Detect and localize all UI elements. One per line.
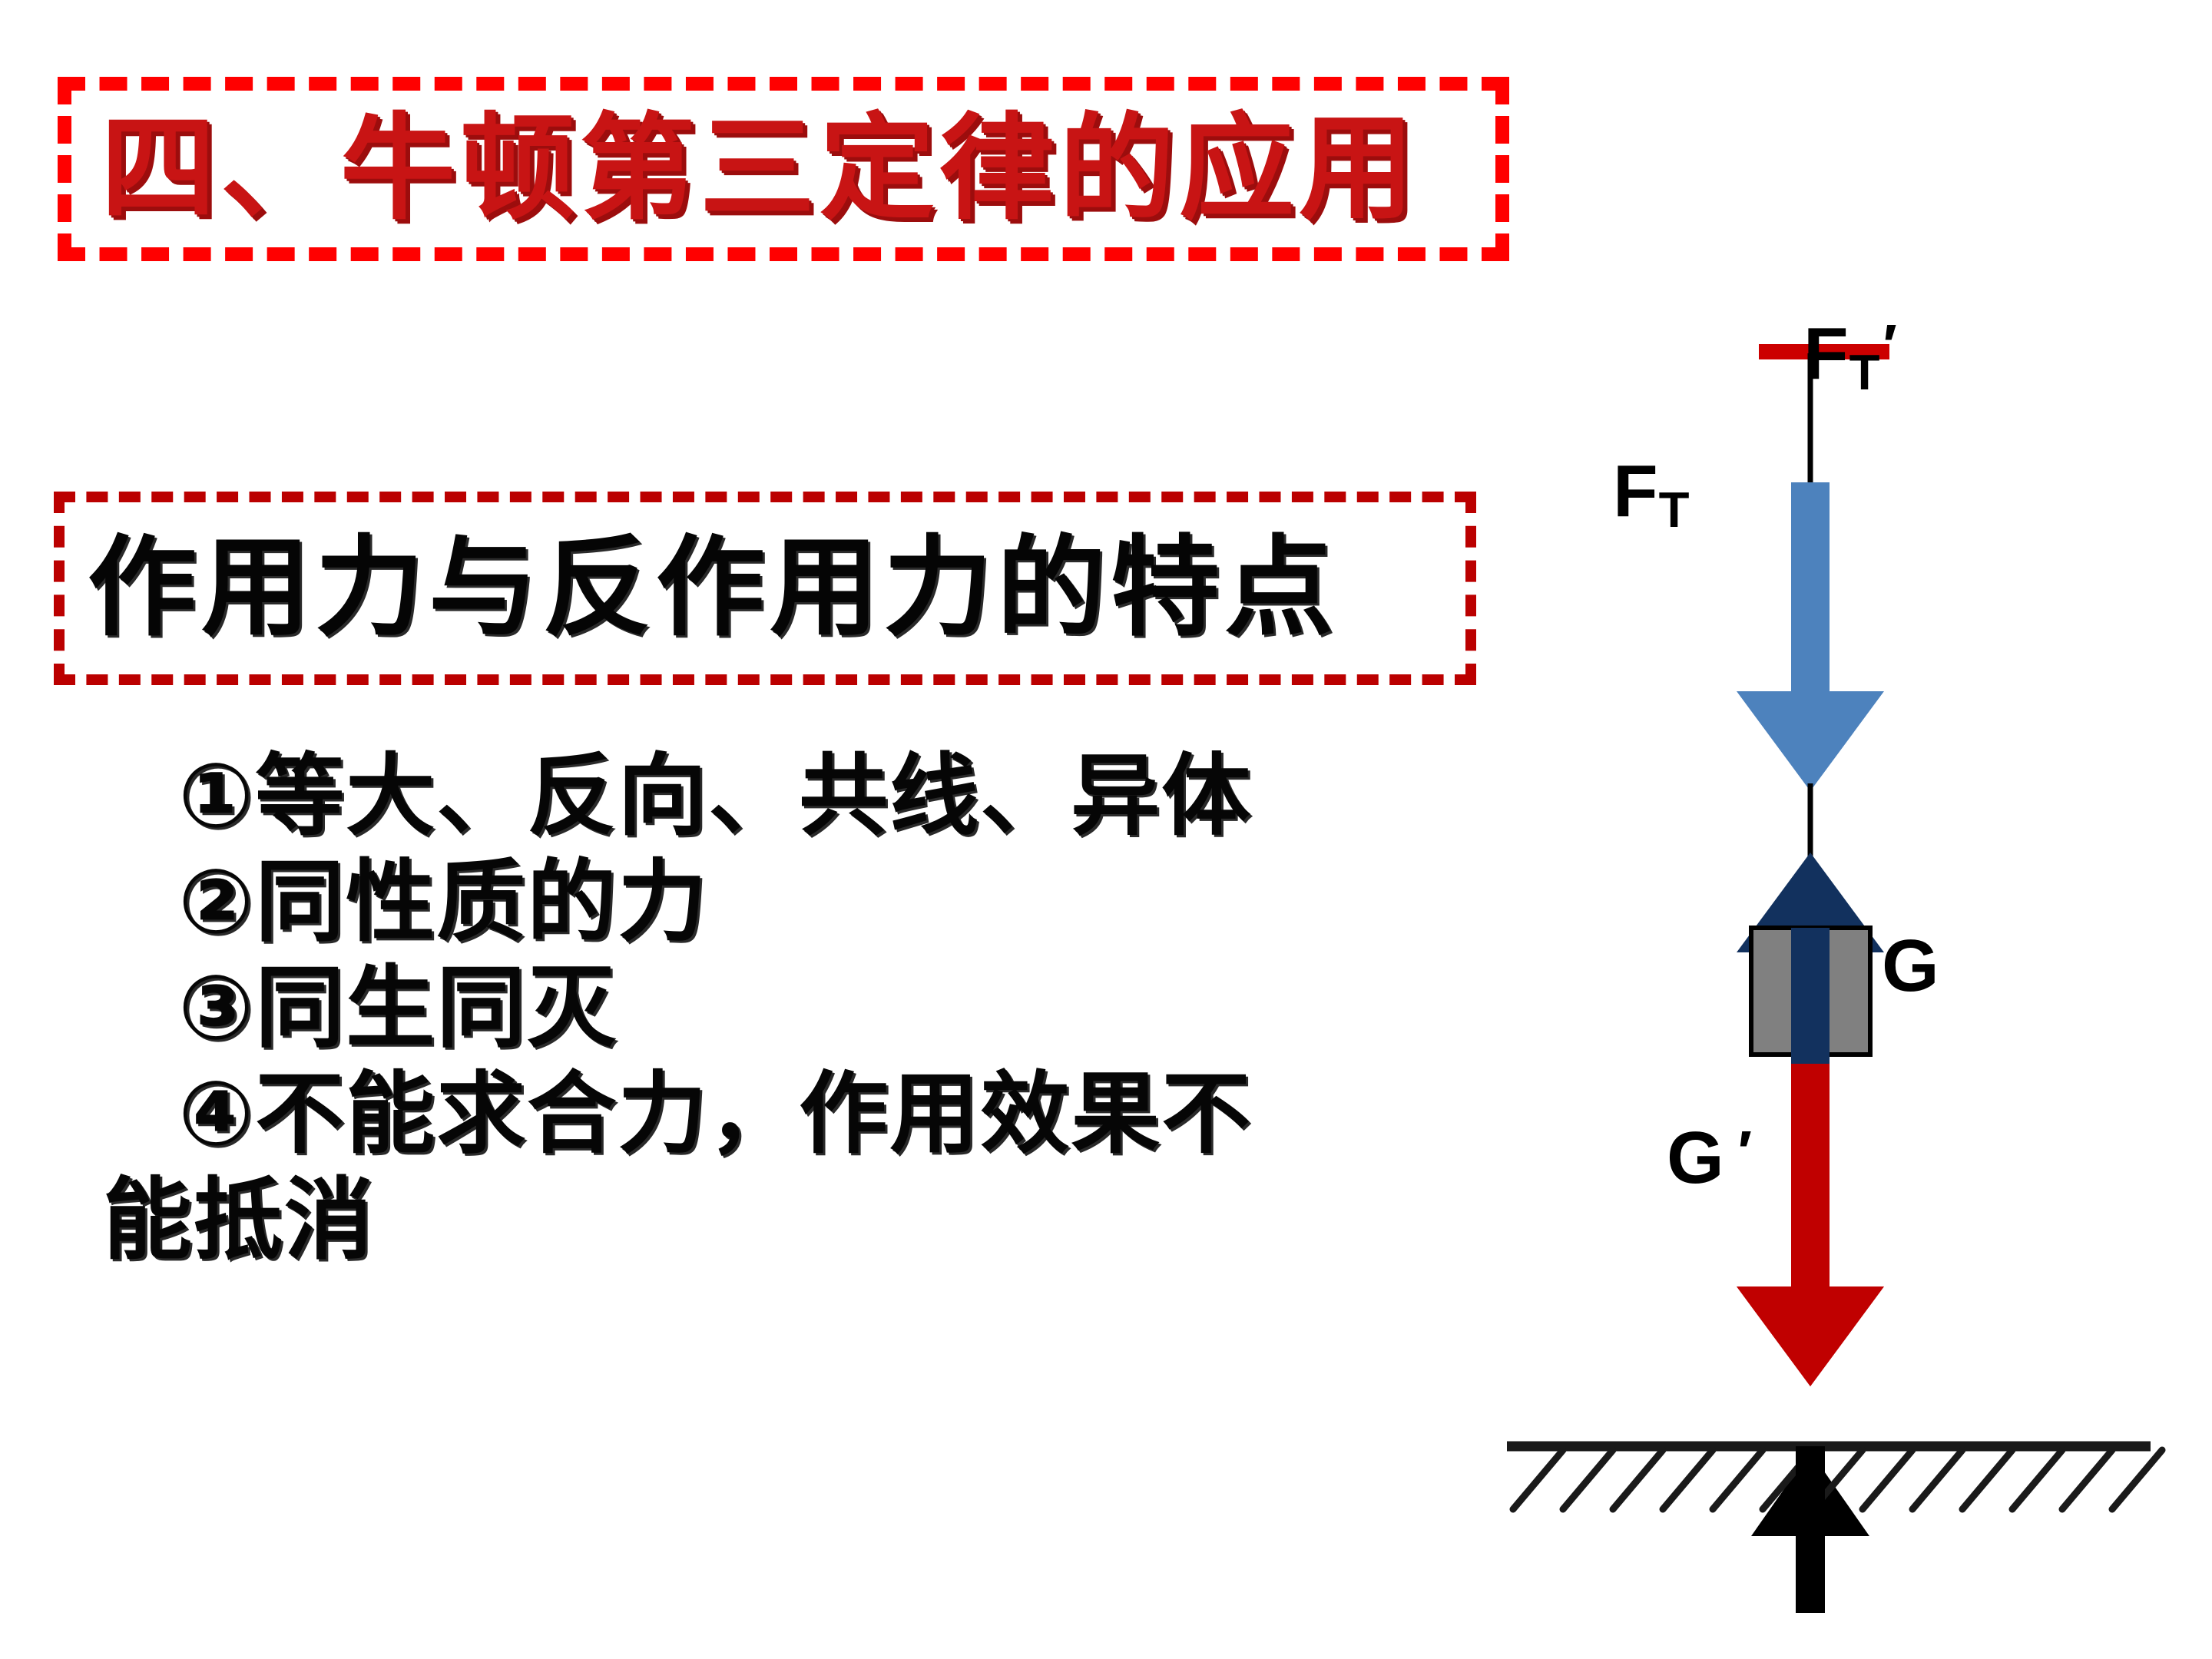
label-ft-base: F [1613, 450, 1658, 532]
label-g-prime-base: G [1667, 1117, 1724, 1199]
label-tension-reaction: FT′ [1803, 316, 1897, 398]
label-ft-sub: T [1658, 482, 1690, 538]
label-ft-prime-mark: ′ [1883, 313, 1897, 379]
weight-arrow-shaft-over-block [1791, 1064, 1830, 1294]
feature-list: ①等大、反向、共线、异体 ②同性质的力 ③同生同灭 ④不能求合力，作用效果不 能… [103, 743, 1469, 1273]
list-item: ③同生同灭 [178, 956, 618, 1060]
weight-arrow-head [1737, 1257, 1884, 1386]
label-weight-reaction: G′ [1667, 1121, 1752, 1195]
tension-reaction-arrow [1737, 482, 1884, 791]
list-item-continuation: 能抵消 [103, 1168, 375, 1272]
label-weight: G [1882, 929, 1939, 1003]
label-g-base: G [1882, 925, 1939, 1007]
weight-reaction-arrow-tail [1796, 1446, 1825, 1613]
list-item: ①等大、反向、共线、异体 [178, 744, 1253, 848]
tension-arrow-shaft-over-block [1791, 928, 1830, 1064]
list-item: ②同性质的力 [178, 850, 709, 954]
subtitle-box: 作用力与反作用力的特点 [54, 492, 1476, 685]
section-title-box: 四、牛顿第三定律的应用 [58, 77, 1509, 261]
list-item: ④不能求合力，作用效果不 [178, 1062, 1253, 1166]
force-diagram-svg [1507, 344, 2166, 1613]
page-title: 四、牛顿第三定律的应用 [101, 102, 1419, 236]
ceiling-support-bar [1759, 344, 1889, 359]
label-g-prime-mark: ′ [1737, 1119, 1753, 1186]
label-ft-prime-sub: T [1849, 344, 1880, 401]
ground-hatching [1509, 1446, 2166, 1513]
force-diagram: FT′ FT G G′ [1444, 307, 2212, 1613]
subtitle-text: 作用力与反作用力的特点 [88, 525, 1338, 651]
label-ft-prime-base: F [1803, 312, 1849, 395]
label-tension: FT [1613, 455, 1690, 535]
